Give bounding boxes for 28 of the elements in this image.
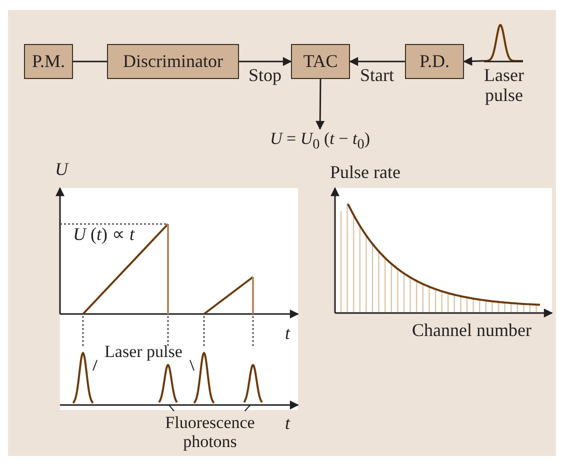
- pulse-curve: [194, 352, 214, 405]
- leader-line: [168, 404, 174, 412]
- process-box: TAC: [291, 44, 350, 79]
- arrow: [316, 79, 325, 130]
- pulse-curve: [159, 364, 177, 405]
- text-label: Fluorescence photons: [150, 411, 270, 455]
- text-label: Laser pulse: [97, 342, 190, 362]
- text-label: Laser pulse: [483, 66, 525, 106]
- leader-line: [92, 360, 98, 372]
- pulse-curve: [244, 364, 262, 405]
- text-label: U = U$_{0}$ (t − t$_{0}$): [252, 129, 388, 153]
- leader-line: [244, 404, 251, 412]
- arrow: [239, 57, 292, 66]
- axis-label: U: [55, 160, 68, 180]
- pulse-curve: [484, 24, 523, 62]
- arrow: [349, 57, 405, 66]
- pulse-curve: [73, 352, 93, 405]
- text-label: Pulse rate: [330, 163, 400, 183]
- leader-line: [190, 360, 194, 372]
- connector-line: [73, 60, 107, 62]
- process-box: Discriminator: [107, 44, 239, 79]
- axis-label: t: [285, 324, 290, 344]
- text-label: U (t) ∝ t: [73, 225, 135, 245]
- process-box: P.D.: [405, 44, 464, 79]
- text-label: Channel number: [412, 321, 532, 341]
- axis-label: t: [285, 414, 290, 434]
- process-box: P.M.: [24, 44, 73, 79]
- arrow: [463, 56, 484, 66]
